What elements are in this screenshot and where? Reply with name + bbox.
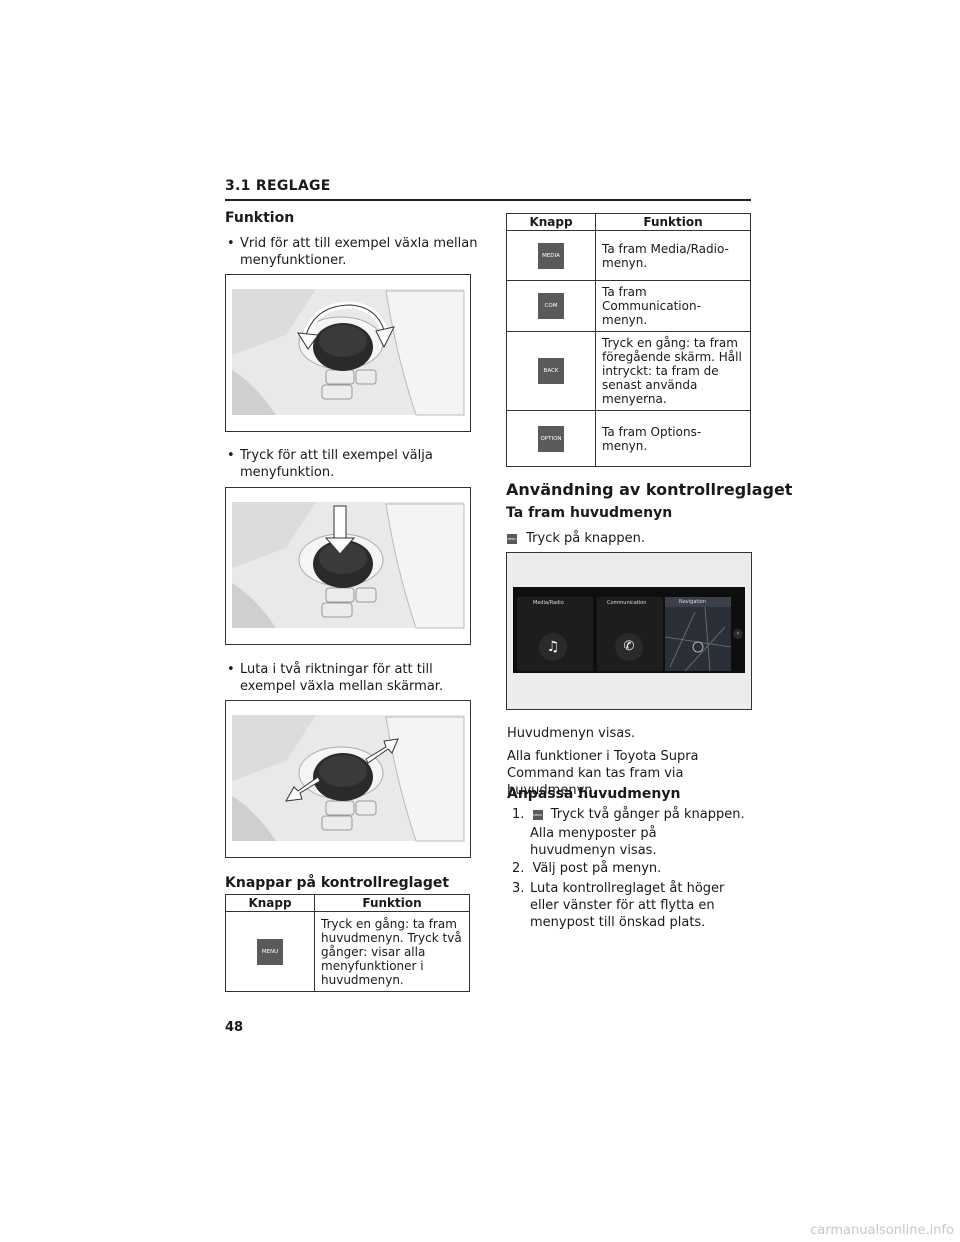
step-1: 1. MENU Tryck två gånger på knappen.	[512, 806, 752, 823]
table-header-row: Knapp Funktion	[506, 213, 751, 231]
customize-heading: Anpassa huvudmenyn	[507, 786, 681, 802]
key-cell: OPTION	[506, 410, 596, 467]
next-page-icon: ›	[733, 629, 743, 639]
key-cell: COM	[506, 280, 596, 332]
step-text: Luta kontrollreglaget åt höger eller vän…	[530, 881, 725, 930]
section-title: 3.1 REGLAGE	[225, 178, 331, 194]
table-row: MENU Tryck en gång: ta fram huvudmenyn. …	[225, 911, 470, 992]
function-cell: Ta fram Communication-menyn.	[595, 280, 751, 332]
key-cell: MENU	[225, 911, 315, 992]
phone-icon: ✆	[615, 633, 643, 661]
funktion-heading: Funktion	[225, 210, 295, 226]
step-text: Välj post på menyn.	[532, 861, 662, 876]
step-text: Tryck två gånger på knappen.	[550, 807, 745, 822]
bullet-rotate: Vrid för att till exempel växla mellan m…	[227, 235, 480, 269]
col-header-function: Funktion	[314, 894, 470, 912]
bullet-press: Tryck för att till exempel välja menyfun…	[227, 447, 480, 481]
step-3: 3. Luta kontrollreglaget åt höger eller …	[512, 880, 752, 931]
screen-display: Media/Radio ♫ Communication ✆ Navigation…	[513, 587, 745, 673]
buttons-table-left: Knapp Funktion MENU Tryck en gång: ta fr…	[225, 894, 470, 992]
menu-key-icon: MENU	[507, 533, 517, 544]
mainmenu-description: Alla funktioner i Toyota Supra Command k…	[507, 749, 699, 798]
function-cell: Ta fram Media/Radio-menyn.	[595, 230, 751, 281]
table-row: COM Ta fram Communication-menyn.	[506, 280, 751, 332]
controller-press-image	[225, 487, 471, 645]
tile-communication: Communication ✆	[597, 597, 663, 671]
mainmenu-text: Tryck på knappen.	[526, 531, 645, 546]
main-menu-screen-image: Media/Radio ♫ Communication ✆ Navigation…	[506, 552, 752, 710]
controller-tilt-image	[225, 700, 471, 858]
step-2: 2. Välj post på menyn.	[512, 860, 752, 877]
media-key-icon: MEDIA	[538, 242, 564, 269]
table-row: BACK Tryck en gång: ta fram föregående s…	[506, 331, 751, 411]
music-note-icon: ♫	[539, 633, 567, 661]
mainmenu-shown-text: Huvudmenyn visas.	[507, 726, 636, 741]
tile-label: Communication	[607, 600, 647, 606]
col-header-key: Knapp	[506, 213, 596, 231]
function-cell: Tryck en gång: ta fram föregående skärm.…	[595, 331, 751, 411]
menu-key-icon: MENU	[532, 809, 543, 820]
table-header-row: Knapp Funktion	[225, 894, 470, 912]
menu-key-icon: MENU	[257, 938, 283, 965]
mainmenu-instruction: MENU Tryck på knappen.	[507, 530, 645, 547]
function-cell: Ta fram Options-menyn.	[595, 410, 751, 467]
watermark: carmanualsonline.info	[810, 1223, 954, 1238]
buttons-table-right: Knapp Funktion MEDIA Ta fram Media/Radio…	[506, 213, 751, 467]
section-rule	[225, 199, 751, 201]
step-number: 2.	[512, 861, 525, 876]
buttons-heading: Knappar på kontrollreglaget	[225, 875, 450, 891]
back-key-icon: BACK	[538, 358, 564, 384]
tile-label: Navigation	[679, 599, 706, 605]
key-cell: MEDIA	[506, 230, 596, 281]
col-header-key: Knapp	[225, 894, 315, 912]
table-row: MEDIA Ta fram Media/Radio-menyn.	[506, 230, 751, 281]
usage-heading: Användning av kontrollreglaget	[506, 480, 793, 499]
option-key-icon: OPTION	[538, 425, 564, 452]
tile-navigation: Navigation	[665, 597, 731, 671]
function-cell: Tryck en gång: ta fram huvudmenyn. Tryck…	[314, 911, 470, 992]
table-row: OPTION Ta fram Options-menyn.	[506, 410, 751, 467]
bullet-tilt: Luta i två riktningar för att till exemp…	[227, 661, 480, 695]
map-icon	[665, 607, 731, 671]
step-number: 3.	[512, 881, 525, 896]
com-key-icon: COM	[538, 293, 564, 319]
tile-media-radio: Media/Radio ♫	[517, 597, 593, 671]
page-number: 48	[225, 1020, 244, 1035]
mainmenu-heading: Ta fram huvudmenyn	[506, 505, 673, 521]
step-number: 1.	[512, 807, 525, 822]
step-1-result: Alla menyposter på huvudmenyn visas.	[530, 826, 657, 858]
tile-label: Media/Radio	[533, 600, 564, 606]
controller-rotate-image	[225, 274, 471, 432]
col-header-function: Funktion	[595, 213, 751, 231]
key-cell: BACK	[506, 331, 596, 411]
